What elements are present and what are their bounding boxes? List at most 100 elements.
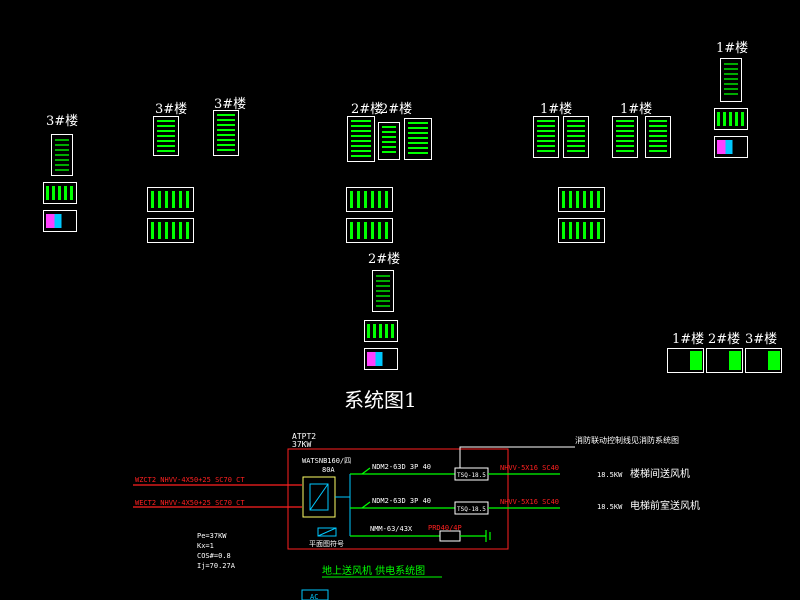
label-building-2-a: 2#楼 — [351, 102, 384, 117]
sheet-thumb-b1d[interactable] — [645, 116, 671, 158]
sheet-thumb-b3-panel-1[interactable] — [43, 182, 77, 204]
sheet-thumb-b1-panel-1[interactable] — [714, 108, 748, 130]
sheet-content — [376, 275, 390, 307]
sheet-content — [367, 352, 395, 366]
sheet-legend-b1[interactable] — [667, 348, 704, 373]
cabinet-border — [287, 448, 509, 550]
bottom-tag: AC — [310, 593, 318, 600]
system-diagram-title: 系统图1 — [344, 388, 417, 412]
sheet-thumb-b2-sys-1[interactable] — [346, 187, 393, 212]
cable-out-2-label: NHVV-5X16 SC40 — [500, 498, 559, 506]
sheet-content — [350, 222, 390, 239]
breaker-3-label: NMM-63/43X — [370, 525, 413, 533]
sheet-thumb-b2-sys-2[interactable] — [346, 218, 393, 243]
label-building-3-b: 3#楼 — [214, 97, 247, 112]
sheet-thumb-b2-riser[interactable] — [372, 270, 394, 312]
sheet-content — [724, 63, 738, 97]
sheet-content — [46, 186, 74, 200]
sheet-content — [55, 139, 69, 171]
sheet-thumb-b1-sys-1[interactable] — [558, 187, 605, 212]
load-name-1: 楼梯间送风机 — [630, 467, 690, 480]
panel-note: 平面图符号 — [309, 539, 344, 548]
bottom-tag-box — [301, 589, 329, 600]
switch-rating-label: 80A — [322, 466, 335, 474]
sheet-content — [567, 120, 585, 154]
spd-box — [439, 530, 461, 542]
sheet-content — [151, 222, 191, 239]
sheet-thumb-b3-panel-2[interactable] — [43, 210, 77, 232]
feeder-in-1-label: WZCT2 NHVV-4X50+25 SC70 CT — [135, 476, 245, 484]
label-building-1-top: 1#楼 — [716, 41, 749, 56]
sheet-thumb-b3b[interactable] — [213, 110, 239, 156]
sheet-thumb-b3-riser[interactable] — [51, 134, 73, 176]
cabinet-id: ATPT2 — [292, 432, 316, 441]
sheet-content — [537, 120, 555, 154]
sheet-content — [729, 351, 741, 370]
sheet-content — [649, 120, 667, 154]
calc-cos: COS#=0.8 — [197, 552, 231, 560]
breaker-2-symbol — [361, 501, 371, 509]
sheet-content — [562, 222, 602, 239]
panel-symbol — [317, 527, 337, 537]
sheet-thumb-b3-sys-1[interactable] — [147, 187, 194, 212]
meter-2-label: TSQ-18.5 — [457, 506, 486, 513]
spd-label: PRD40/4P — [428, 524, 462, 532]
cable-out-1-label: NHVV-5X16 SC40 — [500, 464, 559, 472]
panel-symbol-diag — [317, 527, 337, 537]
sheet-legend-b3[interactable] — [745, 348, 782, 373]
load-kw-2: 18.5KW — [597, 503, 623, 511]
sheet-content — [408, 122, 428, 156]
sheet-thumb-b2-panel-2[interactable] — [364, 348, 398, 370]
sheet-content — [367, 324, 395, 338]
sheet-content — [562, 191, 602, 208]
load-name-2: 电梯前室送风机 — [630, 499, 700, 512]
sheet-content — [690, 351, 702, 370]
label-building-3-left: 3#楼 — [46, 114, 79, 129]
sheet-thumb-b3-sys-2[interactable] — [147, 218, 194, 243]
legend-building-1: 1#楼 — [672, 332, 705, 347]
sheet-content — [616, 120, 634, 154]
sheet-content — [151, 191, 191, 208]
load-kw-1: 18.5KW — [597, 471, 623, 479]
control-line — [459, 446, 575, 468]
control-note: 消防联动控制线见消防系统图 — [575, 435, 679, 445]
cabinet-power: 37KW — [292, 440, 311, 449]
breaker-1-symbol — [361, 467, 371, 475]
sheet-thumb-b2b[interactable] — [378, 122, 400, 160]
sheet-thumb-b3a[interactable] — [153, 116, 179, 156]
sheet-thumb-b1b[interactable] — [563, 116, 589, 158]
breaker-2-label: NDM2-63D 3P 40 — [372, 497, 431, 505]
meter-1-label: TSQ-18.5 — [457, 472, 486, 479]
sheet-content — [157, 120, 175, 152]
breaker-1-label: NDM2-63D 3P 40 — [372, 463, 431, 471]
sheet-thumb-b1a[interactable] — [533, 116, 559, 158]
sheet-legend-b2[interactable] — [706, 348, 743, 373]
legend-building-3: 3#楼 — [745, 332, 778, 347]
ats-switch-inner — [309, 483, 329, 511]
sheet-content — [768, 351, 780, 370]
sheet-content — [382, 126, 396, 156]
feeder-in-2-label: WECT2 NHVV-4X50+25 SC70 CT — [135, 499, 245, 507]
sheet-thumb-b2a[interactable] — [347, 116, 375, 162]
sheet-thumb-b2-panel-1[interactable] — [364, 320, 398, 342]
legend-building-2: 2#楼 — [708, 332, 741, 347]
sheet-content — [350, 191, 390, 208]
sheet-content — [717, 140, 745, 154]
sheet-thumb-b1c[interactable] — [612, 116, 638, 158]
sheet-thumb-b2c[interactable] — [404, 118, 432, 160]
sheet-thumb-b1-panel-2[interactable] — [714, 136, 748, 158]
ats-switch-diagonal — [309, 483, 329, 511]
label-building-3-a: 3#楼 — [155, 102, 188, 117]
sheet-content — [717, 112, 745, 126]
schematic-caption: 地上送风机 供电系统图 — [322, 564, 425, 577]
calc-kx: Kx=1 — [197, 542, 214, 550]
switch-main-label: WATSNB160/四 — [302, 457, 351, 465]
label-building-1-a: 1#楼 — [540, 102, 573, 117]
sheet-thumb-b1-sys-2[interactable] — [558, 218, 605, 243]
label-building-2-b: 2#楼 — [380, 102, 413, 117]
sheet-content — [46, 214, 74, 228]
sheet-thumb-b1-riser[interactable] — [720, 58, 742, 102]
sheet-content — [351, 120, 371, 158]
calc-ij: Ij=70.27A — [197, 562, 236, 570]
